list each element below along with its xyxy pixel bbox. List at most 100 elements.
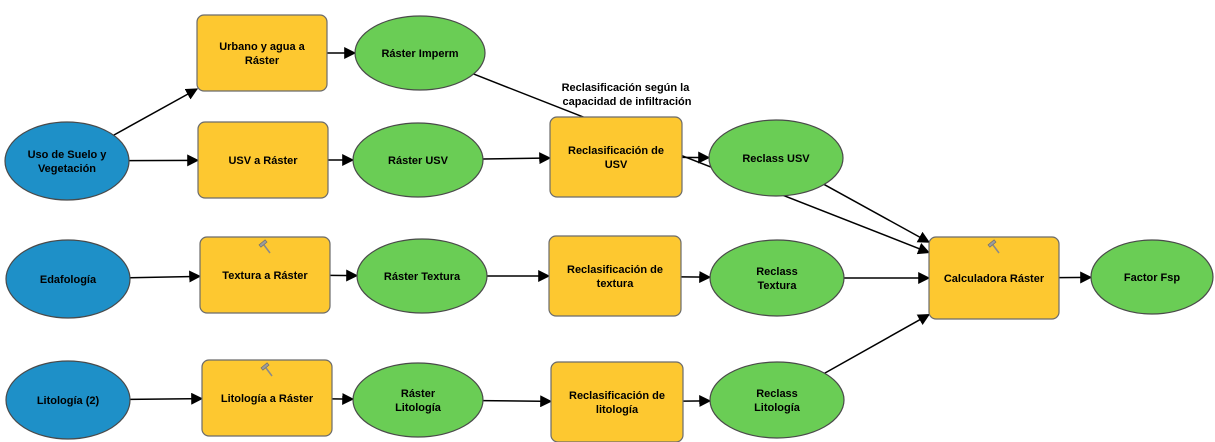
tool-rectangle [197,121,329,199]
node-label: Reclass USV [742,153,810,165]
node-label-line: Litología [754,402,801,414]
node-litologia[interactable]: Litología (2) [5,360,131,440]
connector-reclass_litologia-to-calculadora [824,313,931,374]
connector-edafologia-to-textura_raster [129,270,202,283]
node-label-line: Litología a Ráster [221,393,314,405]
infiltration-annotation: Reclasificación según la capacidad de in… [562,82,693,108]
connector-raster_litologia-to-reclas_litologia [482,395,553,408]
node-usv-raster[interactable]: USV a Ráster [197,121,329,199]
output-ellipse [352,122,484,198]
input-ellipse [5,239,131,319]
node-label-line: Edafología [40,274,97,286]
tool-rectangle [548,235,682,317]
tool-rectangle [199,236,331,314]
hammer-icon [260,362,273,377]
node-label-line: Reclass USV [742,153,810,165]
nodes-layer: Uso de Suelo y VegetaciónEdafologíaLitolo… [4,14,1214,442]
hammer-icon [987,239,1000,254]
node-label-line: Calculadora Ráster [944,273,1045,285]
node-label: Reclasificación de litología [569,390,665,416]
node-label: Reclasificación de USV [568,145,664,171]
node-edafologia[interactable]: Edafología [5,239,131,319]
node-label-line: Ráster USV [388,155,449,167]
node-label-line: Ráster [401,388,436,400]
tool-rectangle [201,359,333,437]
node-reclass-usv[interactable]: Reclass USV [708,119,844,197]
node-label-line: textura [597,278,635,290]
node-label-line: Factor Fsp [1124,272,1181,284]
node-label-line: Textura a Ráster [222,270,308,282]
node-reclas-litologia[interactable]: Reclasificación de litología [550,361,684,442]
node-label: Ráster Textura [384,271,461,283]
tool-rectangle [196,14,328,92]
node-label-line: litología [596,404,639,416]
node-label-line: USV a Ráster [228,155,298,167]
node-label: USV a Ráster [228,155,298,167]
node-factor-fsp[interactable]: Factor Fsp [1090,239,1214,315]
node-litologia-raster[interactable]: Litología a Ráster [201,359,333,437]
node-raster-imperm[interactable]: Ráster Imperm [354,15,486,91]
output-ellipse [709,239,845,317]
node-label-line: Reclass [756,266,798,278]
node-label-line: Reclasificación de [568,145,664,157]
node-label-line: Reclass [756,388,798,400]
connector-litologia-to-litologia_raster [129,392,204,405]
node-label: Reclasificación de textura [567,264,663,290]
annotation-line-2: capacidad de infiltración [563,96,692,108]
node-label-line: Ráster [245,55,280,67]
node-calculadora[interactable]: Calculadora Ráster [928,236,1060,320]
connectors-layer [113,47,1093,408]
tool-rectangle [928,236,1060,320]
tool-rectangle [549,116,683,198]
node-label-line: Reclasificación de [569,390,665,402]
node-label-line: Ráster Imperm [381,48,458,60]
node-label-line: Litología (2) [37,395,100,407]
connector-reclass_usv-to-calculadora [823,183,931,243]
output-ellipse [356,238,488,314]
input-ellipse [4,121,130,201]
node-label-line: Reclasificación de [567,264,663,276]
node-label: Calculadora Ráster [944,273,1045,285]
node-label: Factor Fsp [1124,272,1181,284]
node-label-line: Urbano y agua a [219,41,305,53]
node-label-line: Uso de Suelo y [28,149,108,161]
input-ellipse [5,360,131,440]
connector-raster_usv-to-reclas_usv [482,152,552,165]
annotation-line-1: Reclasificación según la [562,82,691,94]
connector-uso_suelo-to-urbano_agua [113,88,199,136]
tool-rectangle [550,361,684,442]
node-label-line: Vegetación [38,163,96,175]
node-urbano-agua[interactable]: Urbano y agua a Ráster [196,14,328,92]
node-label: Litología (2) [37,395,100,407]
node-label-line: Textura [758,280,798,292]
node-label: Edafología [40,274,97,286]
node-raster-usv[interactable]: Ráster USV [352,122,484,198]
node-label: Urbano y agua a Ráster [219,41,305,67]
node-label: Textura a Ráster [222,270,308,282]
output-ellipse [352,362,484,438]
node-label: Ráster Imperm [381,48,458,60]
node-uso-suelo[interactable]: Uso de Suelo y Vegetación [4,121,130,201]
node-textura-raster[interactable]: Textura a Ráster [199,236,331,314]
output-ellipse [1090,239,1214,315]
node-raster-textura[interactable]: Ráster Textura [356,238,488,314]
node-reclas-usv[interactable]: Reclasificación de USV [549,116,683,198]
output-ellipse [354,15,486,91]
node-label: Ráster USV [388,155,449,167]
node-label: Uso de Suelo y Vegetación [28,149,108,175]
node-label-line: Litología [395,402,442,414]
connector-raster_imperm-to-calculadora [473,73,931,255]
output-ellipse [709,361,845,439]
node-label-line: Ráster Textura [384,271,461,283]
hammer-icon [258,239,271,254]
node-reclas-textura[interactable]: Reclasificación de textura [548,235,682,317]
node-label-line: USV [605,159,628,171]
node-label: Litología a Ráster [221,393,314,405]
